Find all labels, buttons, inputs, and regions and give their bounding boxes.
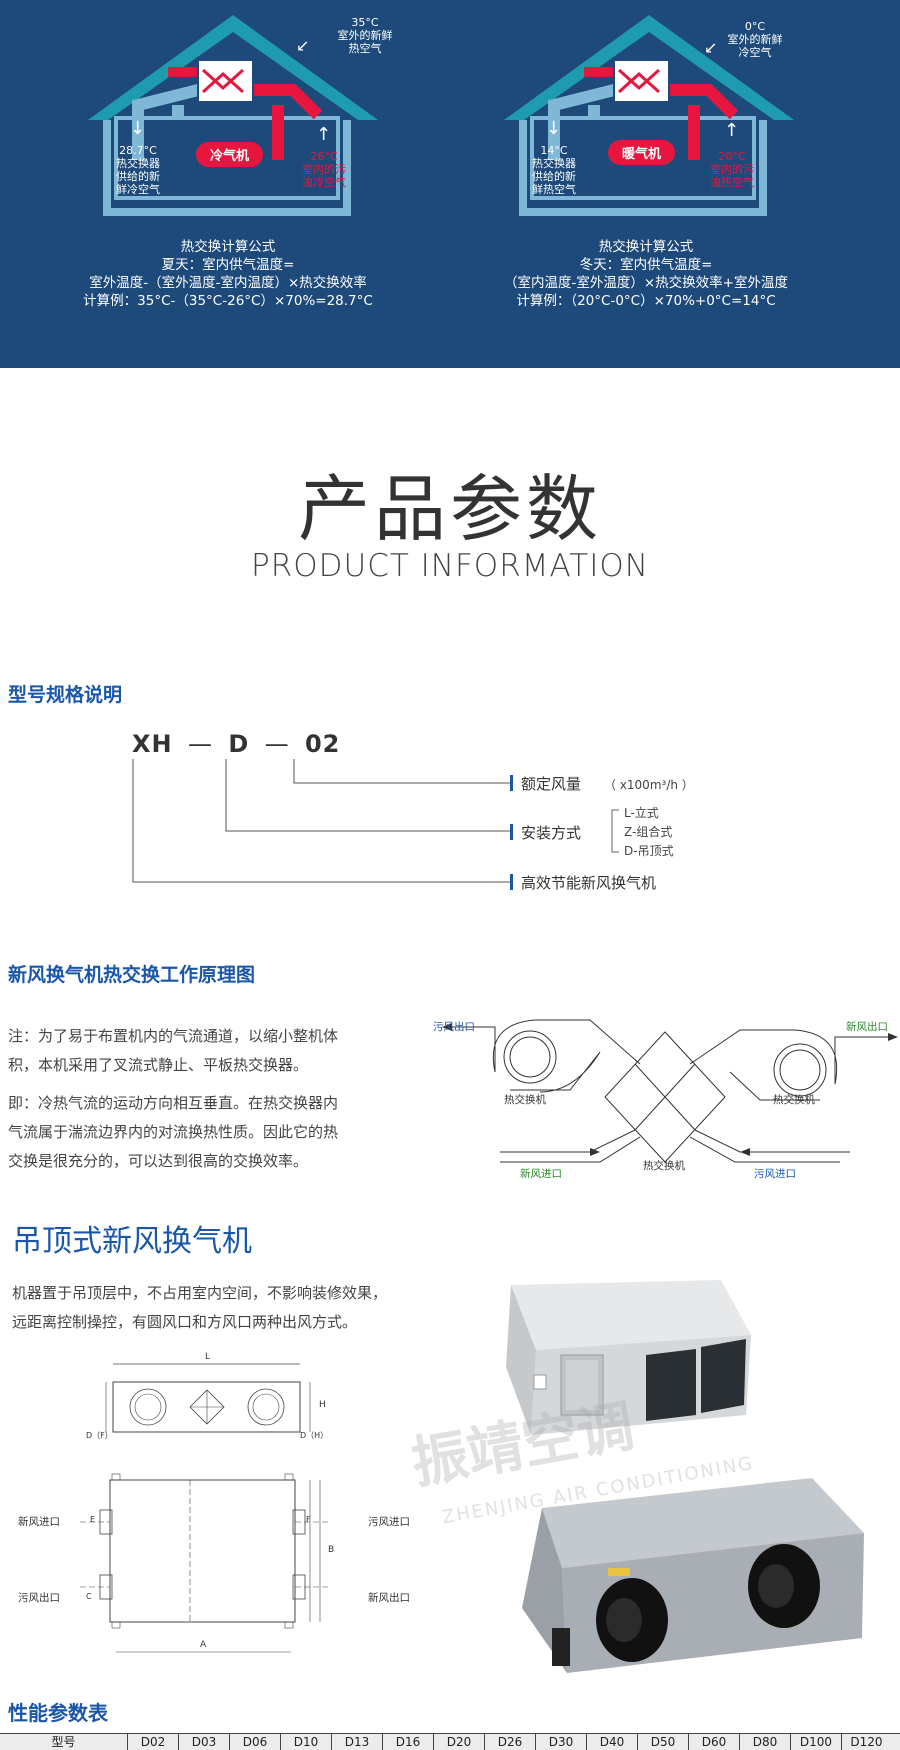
airflow-unit: （ x100m³/h ） bbox=[604, 778, 694, 792]
table-header-cell: D120 bbox=[850, 1735, 883, 1749]
arrow-down-left-icon: ↙ bbox=[704, 38, 718, 57]
performance-title: 性能参数表 bbox=[8, 1701, 108, 1725]
winter-formula: 热交换计算公式冬天：室内供气温度=（室内温度-室外温度）×热交换效率+室外温度计… bbox=[504, 239, 788, 309]
summer-house-illustration bbox=[88, 15, 378, 216]
product-marker bbox=[510, 874, 513, 890]
principle-note: 注：为了易于布置机内的气流通道，以缩小整机体积，本机采用了叉流式静止、平板热交换… bbox=[8, 1027, 339, 1074]
principle-explanation: 即：冷热气流的运动方向相互垂直。在热交换器内气流属于湍流边界内的对流换热性质。因… bbox=[8, 1094, 339, 1170]
install-option-z: Z-组合式 bbox=[624, 825, 673, 839]
dim-l-label: L bbox=[205, 1352, 211, 1362]
install-marker bbox=[510, 824, 513, 840]
table-header-cell: D02 bbox=[128, 1734, 179, 1750]
table-header-cell: D10 bbox=[281, 1734, 332, 1750]
drawing-exhaust-out-label: 污风出口 bbox=[18, 1592, 60, 1604]
product-label: 高效节能新风换气机 bbox=[521, 874, 657, 892]
table-header-cell: D60 bbox=[689, 1734, 740, 1750]
drawing-fresh-in-label: 新风进口 bbox=[18, 1516, 60, 1528]
diagram-fresh-out-label: 新风出口 bbox=[846, 1021, 888, 1033]
table-header-model: 型号 bbox=[0, 1734, 128, 1750]
arrow-up-icon: ↑ bbox=[724, 120, 740, 141]
dim-e-label: E bbox=[90, 1515, 96, 1524]
ceiling-description: 机器置于吊顶层中，不占用室内空间，不影响装修效果，远距离控制操控，有圆风口和方风… bbox=[12, 1284, 388, 1331]
dim-df-label: D（F） bbox=[86, 1431, 113, 1440]
diagram-fan-right-label: 热交换机 bbox=[773, 1094, 815, 1106]
table-header-cell: D20 bbox=[434, 1734, 485, 1750]
model-spec-title: 型号规格说明 bbox=[8, 684, 123, 706]
ceiling-unit-photo-bottom bbox=[522, 1478, 864, 1673]
table-header-cell: D30 bbox=[536, 1734, 587, 1750]
winter-house-illustration bbox=[504, 15, 794, 216]
performance-table-header: 型号 D02 D03 D06 D10 D13 D16 D20 D26 D30 D… bbox=[0, 1733, 900, 1750]
table-header-cell: D03 bbox=[179, 1734, 230, 1750]
principle-title: 新风换气机热交换工作原理图 bbox=[8, 964, 256, 986]
arrow-up-icon: ↑ bbox=[316, 124, 332, 145]
drawing-exhaust-in-label: 污风进口 bbox=[368, 1516, 410, 1528]
ceiling-unit-drawing bbox=[80, 1363, 330, 1653]
diagram-fan-left-label: 热交换机 bbox=[504, 1094, 546, 1106]
install-option-l: L-立式 bbox=[624, 806, 659, 820]
ceiling-unit-photo-top bbox=[506, 1280, 751, 1435]
install-bracket bbox=[611, 809, 619, 853]
arrow-down-icon: ↓ bbox=[546, 118, 562, 139]
dim-b-label: B bbox=[328, 1545, 335, 1555]
arrow-down-left-icon: ↙ bbox=[296, 36, 310, 55]
arrow-down-icon: ↓ bbox=[130, 118, 146, 139]
airflow-label: 额定风量 bbox=[521, 775, 582, 793]
dim-a-label: A bbox=[200, 1640, 207, 1650]
page-subtitle: PRODUCT INFORMATION bbox=[251, 548, 649, 584]
summer-formula: 热交换计算公式夏天：室内供气温度=室外温度-（室外温度-室内温度）×热交换效率计… bbox=[83, 239, 373, 309]
table-header-cell: D100 bbox=[791, 1734, 842, 1750]
diagram-exchanger-label: 热交换机 bbox=[643, 1160, 685, 1172]
table-header-cell: D40 bbox=[587, 1734, 638, 1750]
summer-mode-badge: 冷气机 bbox=[196, 142, 264, 167]
table-header-cell: D16 bbox=[383, 1734, 434, 1750]
diagram-fresh-in-label: 新风进口 bbox=[520, 1168, 562, 1180]
table-header-cell: D80 bbox=[740, 1734, 791, 1750]
install-option-d: D-吊顶式 bbox=[624, 844, 674, 858]
model-code: XH — D — 02 bbox=[132, 730, 341, 758]
drawing-fresh-out-label: 新风出口 bbox=[368, 1592, 410, 1604]
dim-f-label: F bbox=[306, 1515, 311, 1524]
table-header-cell: D06 bbox=[230, 1734, 281, 1750]
page-title: 产品参数 bbox=[297, 467, 602, 551]
table-header-cell: D50 bbox=[638, 1734, 689, 1750]
airflow-marker bbox=[510, 775, 513, 791]
table-header-cell: D26 bbox=[485, 1734, 536, 1750]
dim-dh-label: D（H） bbox=[300, 1431, 329, 1440]
dim-c-label: C bbox=[86, 1592, 92, 1601]
diagram-exhaust-out-label: 污风出口 bbox=[433, 1021, 475, 1033]
dim-h-label: H bbox=[319, 1400, 326, 1410]
winter-mode-badge: 暖气机 bbox=[608, 140, 676, 165]
heat-exchange-diagram bbox=[442, 1019, 898, 1163]
table-header-cell: D13 bbox=[332, 1734, 383, 1750]
diagram-exhaust-in-label: 污风进口 bbox=[754, 1168, 796, 1180]
model-code-lines bbox=[132, 759, 510, 883]
install-label: 安装方式 bbox=[521, 824, 582, 842]
ceiling-title: 吊顶式新风换气机 bbox=[12, 1224, 252, 1259]
